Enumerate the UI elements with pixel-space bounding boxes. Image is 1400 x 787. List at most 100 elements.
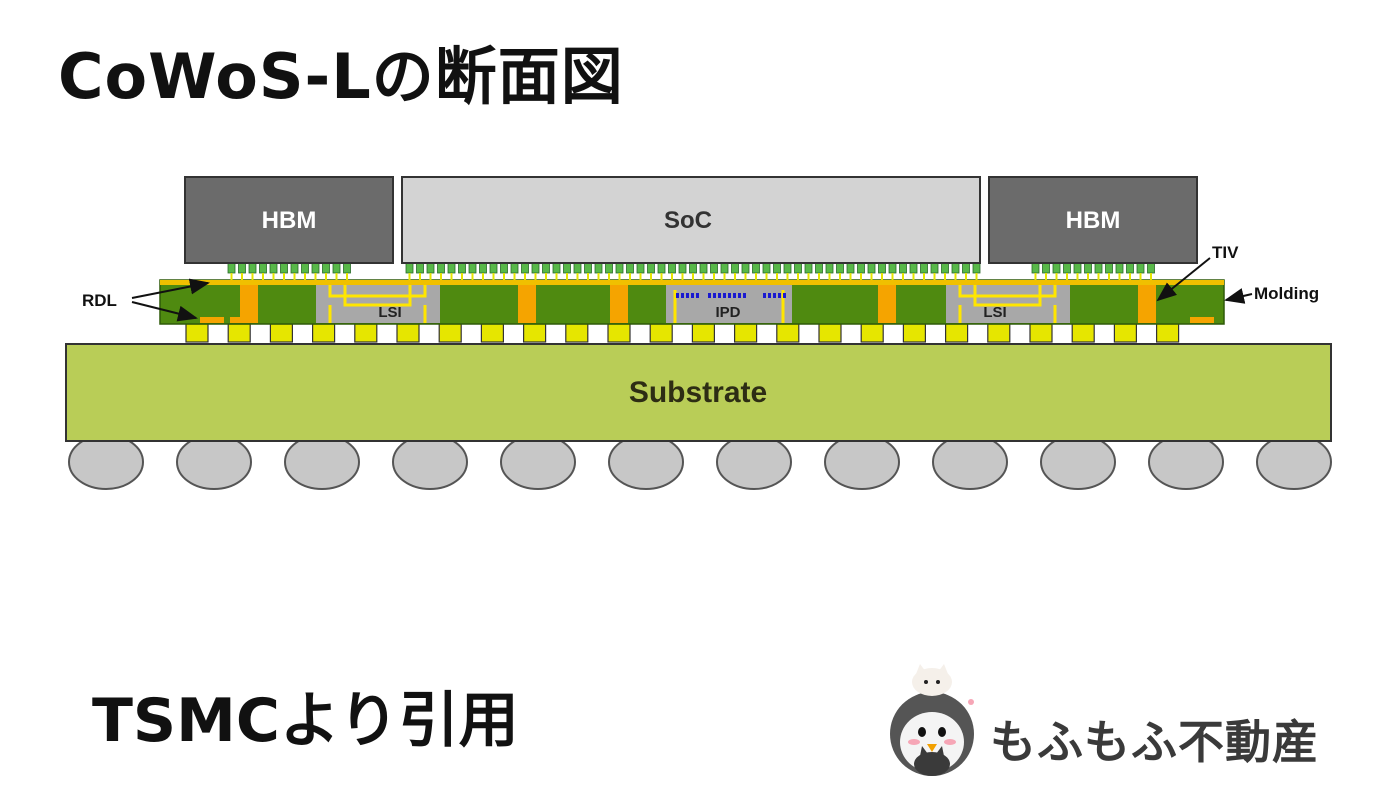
c4-pad [438, 323, 462, 343]
page-title: CoWoS-Lの断面図 [58, 40, 624, 113]
micro-bump [1136, 262, 1145, 274]
micro-bump [301, 262, 309, 274]
micro-bump [521, 262, 529, 274]
micro-bump [594, 262, 603, 274]
ipd-capacitor [778, 293, 781, 298]
lsi-right-label: LSI [983, 304, 1006, 321]
tiv-row [200, 285, 1214, 323]
rdl-pad [1190, 317, 1214, 323]
micro-bump [447, 262, 456, 274]
micro-bump [972, 262, 981, 274]
solder-ball [284, 434, 360, 490]
source-note: TSMCより引用 [92, 686, 519, 756]
micro-bump [426, 262, 435, 274]
micro-bump [248, 262, 257, 274]
solder-ball [1148, 434, 1224, 490]
solder-ball [824, 434, 900, 490]
micro-bump [941, 262, 949, 274]
lsi-left-label: LSI [378, 304, 401, 321]
c4-pad [185, 323, 209, 343]
solder-ball [1040, 434, 1116, 490]
solder-ball [716, 434, 792, 490]
micro-bump [731, 262, 739, 274]
ipd-capacitor [718, 293, 721, 298]
tiv [240, 285, 258, 323]
micro-bump [689, 262, 697, 274]
tiv [610, 285, 628, 323]
ipd-capacitor [763, 293, 766, 298]
c4-pad [312, 323, 336, 343]
ipd-capacitor [723, 293, 726, 298]
micro-bump [437, 262, 445, 274]
micro-bump [416, 262, 424, 274]
solder-ball [500, 434, 576, 490]
substrate-label: Substrate [629, 376, 767, 409]
micro-bump [332, 262, 341, 274]
micro-bump [888, 262, 897, 274]
lsi-wiring [328, 285, 1057, 323]
penguin-cat-mascot-icon [890, 664, 974, 776]
rdl-arrow-top [131, 278, 210, 299]
ipd-die [666, 285, 792, 323]
c4-pad [1155, 323, 1180, 343]
micro-bump [678, 262, 687, 274]
micro-bump-row [227, 262, 1155, 280]
micro-bump [1126, 262, 1134, 274]
logo-text: もふもふ不動産 [990, 715, 1319, 769]
micro-bump [405, 262, 414, 274]
ipd-capacitor [713, 293, 716, 298]
micro-bump [899, 262, 907, 274]
micro-bump [531, 262, 540, 274]
micro-bump [290, 262, 299, 274]
micro-bump [510, 262, 519, 274]
micro-bump [584, 262, 592, 274]
micro-bump [479, 262, 487, 274]
micro-bump [311, 262, 320, 274]
c4-pad [649, 323, 673, 343]
micro-bump [563, 262, 571, 274]
c4-pad [269, 323, 293, 343]
ipd-capacitor [681, 293, 684, 298]
tiv [1138, 285, 1156, 323]
micro-bump [720, 262, 729, 274]
c4-pad [1029, 323, 1053, 343]
c4-pad [776, 323, 800, 343]
hbm-left-label: HBM [262, 207, 317, 234]
c4-pad-row [185, 323, 1180, 343]
ipd-capacitor [708, 293, 711, 298]
micro-bump [468, 262, 477, 274]
micro-bump [909, 262, 918, 274]
micro-bump [878, 262, 886, 274]
c4-pad [396, 323, 420, 343]
micro-bump [668, 262, 676, 274]
c4-pad [860, 323, 884, 343]
solder-ball [68, 434, 144, 490]
c4-pad [902, 323, 927, 343]
micro-bump [836, 262, 844, 274]
micro-bump [867, 262, 876, 274]
ipd-capacitor [773, 293, 776, 298]
micro-bump [573, 262, 582, 274]
micro-bump [762, 262, 771, 274]
rdl-arrow-bottom [131, 301, 198, 322]
hbm-left-chip [184, 176, 394, 264]
ipd-capacitor [696, 293, 699, 298]
micro-bump [605, 262, 613, 274]
micro-bump [615, 262, 624, 274]
micro-bump [825, 262, 834, 274]
micro-bump [227, 262, 236, 274]
micro-bump [280, 262, 288, 274]
micro-bump [857, 262, 865, 274]
solder-ball [176, 434, 252, 490]
micro-bump [783, 262, 792, 274]
micro-bump [636, 262, 645, 274]
ipd-capacitor [691, 293, 694, 298]
solder-ball [1256, 434, 1332, 490]
rdl-pad [230, 317, 254, 323]
c4-pad [227, 323, 251, 343]
micro-bump [500, 262, 508, 274]
micro-bump [1031, 262, 1040, 274]
c4-pad [691, 323, 716, 343]
ipd-capacitor [768, 293, 771, 298]
ipd-label: IPD [715, 304, 740, 321]
